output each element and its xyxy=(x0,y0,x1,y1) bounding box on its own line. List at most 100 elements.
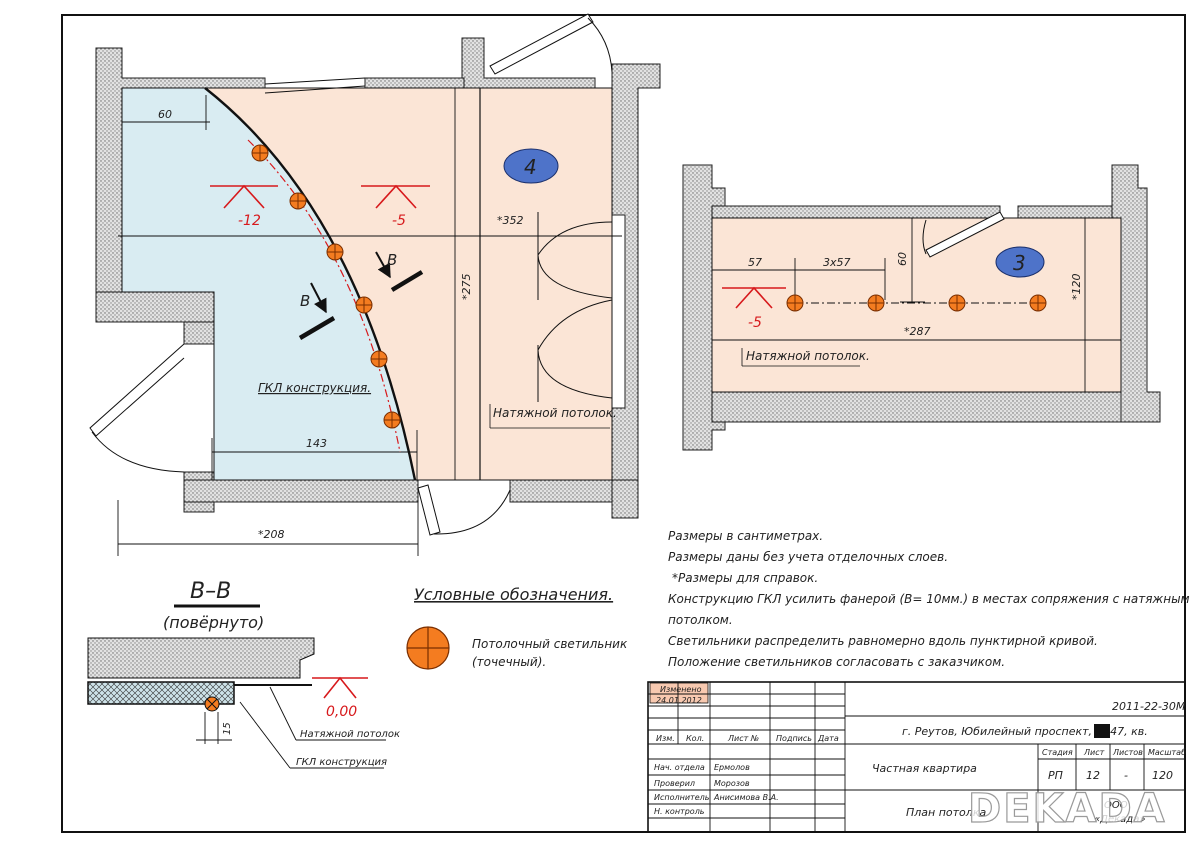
spot-lamp xyxy=(289,192,307,210)
changed-label: Изменено xyxy=(660,685,702,694)
hdr-izm: Изм. xyxy=(656,734,675,743)
spot-lamp xyxy=(948,294,966,312)
dim-352: *352 xyxy=(497,214,524,227)
level-mark-value: -5 xyxy=(748,315,762,331)
dim-143: 143 xyxy=(306,437,327,450)
role: Исполнитель xyxy=(654,793,710,802)
dim-60: 60 xyxy=(158,108,172,121)
dim-275: *275 xyxy=(460,274,473,301)
room-number-badge xyxy=(503,148,559,184)
doc-code: 2011-22-30М xyxy=(1112,700,1186,713)
hdr-scale: Масштаб xyxy=(1148,748,1186,757)
wall-hatch xyxy=(711,205,1001,219)
dim-120: *120 xyxy=(1070,274,1083,301)
lamp-guide-curve xyxy=(247,139,401,453)
wall-hatch xyxy=(364,77,465,89)
hdr-sheets: Листов xyxy=(1112,748,1143,757)
gkl-hatch xyxy=(87,681,235,705)
role: Нач. отдела xyxy=(654,763,705,772)
person: Анисимова В.А. xyxy=(713,793,779,802)
wall-hatch xyxy=(611,63,661,481)
dim-208: *208 xyxy=(258,528,285,541)
role: Н. контроль xyxy=(654,807,705,816)
door-swing xyxy=(417,484,511,536)
org-line1: ООО xyxy=(1104,800,1128,811)
hdr-stage: Стадия xyxy=(1042,748,1073,757)
label-gkl: ГКЛ конструкция xyxy=(296,757,387,768)
level-mark xyxy=(210,184,278,209)
spot-lamp xyxy=(355,296,373,314)
wall-hatch xyxy=(95,291,215,323)
stretch-ceiling-label: Натяжной потолок. xyxy=(746,349,870,363)
wall-hatch xyxy=(1017,205,1122,219)
note-line: Размеры даны без учета отделочных слоев. xyxy=(668,550,948,564)
door-swing xyxy=(537,212,613,402)
note-line: потолком. xyxy=(668,613,733,627)
stretch-ceiling-label: Натяжной потолок. xyxy=(493,406,617,420)
level-mark-value: -12 xyxy=(238,213,261,229)
spot-lamp xyxy=(326,243,344,261)
level-mark-value: -5 xyxy=(392,213,406,229)
spot-lamp xyxy=(867,294,885,312)
hdr-kol: Кол. xyxy=(686,734,704,743)
title-block: Изменено 24.01.2012 2011-22-30М г. Реуто… xyxy=(647,681,1186,833)
door-swing xyxy=(489,13,613,75)
dim-3x57: 3х57 xyxy=(823,256,851,269)
room-number: 3 xyxy=(1013,251,1026,275)
wall-hatch xyxy=(711,391,1122,423)
section-mark xyxy=(375,251,424,292)
section-b-b: В–В (повёрнуто) 0,00 15 Натяжной потолок… xyxy=(87,579,400,769)
section-subtitle: (повёрнуто) xyxy=(163,613,264,632)
legend: Условные обозначения. Потолочный светиль… xyxy=(406,585,628,670)
plan-room-4: 60 *352 *275 143 *208 -12 -5 В xyxy=(89,13,661,556)
note-line: Положение светильников согласовать с зак… xyxy=(668,655,1005,669)
legend-item-line2: (точечный). xyxy=(472,655,546,669)
wall-hatch xyxy=(183,479,419,503)
spot-lamp xyxy=(370,350,388,368)
dim-60-vertical: 60 xyxy=(896,252,909,266)
watermark-logo: DEKADA xyxy=(968,786,1167,832)
gkl-label: ГКЛ конструкция. xyxy=(258,381,371,395)
dimension-lines xyxy=(712,218,1121,392)
spot-lamp xyxy=(383,411,401,429)
level-mark xyxy=(361,184,430,209)
person: Ермолов xyxy=(714,763,750,772)
spot-lamp xyxy=(786,294,804,312)
notes: Размеры в сантиметрах. Размеры даны без … xyxy=(668,529,1190,669)
redacted-box xyxy=(1094,724,1110,738)
sheet-title: План потолка xyxy=(906,806,986,819)
section-mark-letter: В xyxy=(387,251,397,269)
hdr-date: Дата xyxy=(817,734,839,743)
project-name: Частная квартира xyxy=(872,762,977,775)
note-line: Размеры в сантиметрах. xyxy=(668,529,823,543)
room-number: 4 xyxy=(524,155,537,179)
sheet-frame xyxy=(61,14,1186,833)
stage: РП xyxy=(1048,769,1063,782)
hdr-sign: Подпись xyxy=(776,734,812,743)
note-line: *Размеры для справок. xyxy=(672,571,818,585)
room-number-badge xyxy=(995,246,1045,278)
section-dim-15: 15 xyxy=(222,722,233,735)
plan-room-3: 57 3х57 60 *287 *120 -5 3 Натяжной потол… xyxy=(682,164,1161,451)
spot-lamp xyxy=(251,144,269,162)
stretch-ceiling-region xyxy=(711,217,1122,393)
legend-title: Условные обозначения. xyxy=(414,585,613,604)
door-swing xyxy=(922,211,1005,258)
dim-57: 57 xyxy=(748,256,762,269)
note-line: Светильники распределить равномерно вдол… xyxy=(668,634,1098,648)
section-mark-letter: В xyxy=(300,292,310,310)
scale: 120 xyxy=(1152,769,1173,782)
legend-item-line1: Потолочный светильник xyxy=(472,637,628,651)
person: Морозов xyxy=(714,779,750,788)
dimension-lines xyxy=(117,88,622,556)
wall-hatch xyxy=(183,321,215,345)
hdr-list: Лист № xyxy=(727,734,759,743)
level-mark-value: 0,00 xyxy=(326,704,357,720)
org-line2: «Декада» xyxy=(1094,814,1146,825)
level-mark xyxy=(312,676,368,699)
level-mark xyxy=(722,286,786,309)
sheets-count: - xyxy=(1124,769,1128,782)
window xyxy=(264,77,366,94)
hdr-sheet: Лист xyxy=(1083,748,1105,757)
